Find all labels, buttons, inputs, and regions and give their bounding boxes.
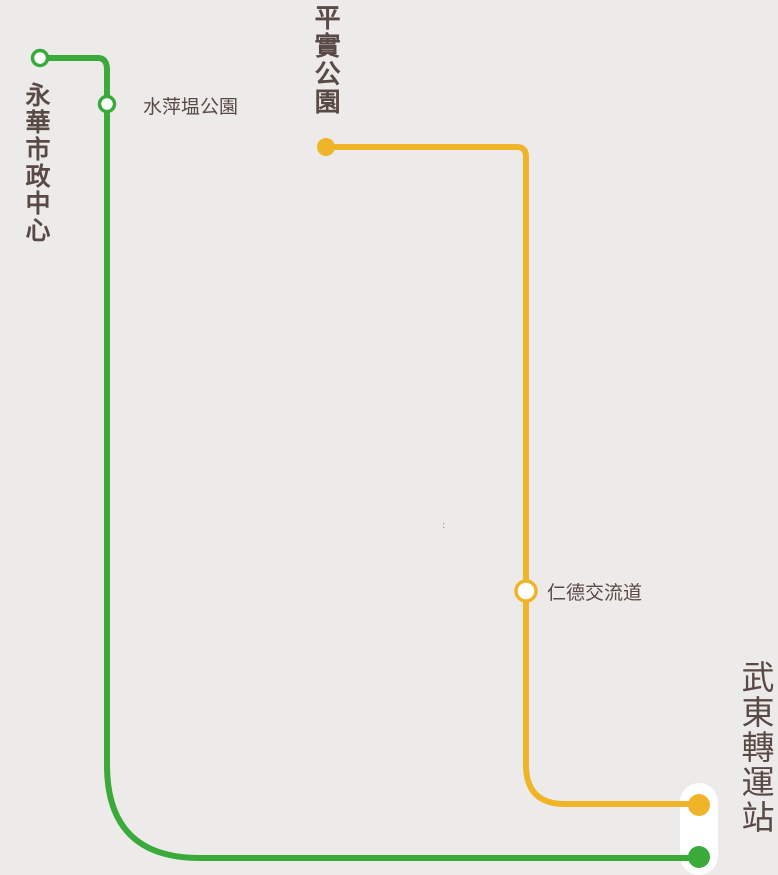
- center-mark: :: [442, 520, 446, 531]
- green-line: [37, 55, 702, 861]
- station-label-shuiping: 水萍塭公園: [143, 96, 239, 118]
- station-marker-yonghua[interactable]: [30, 48, 50, 68]
- station-label-pingshi: 平實公園: [310, 4, 341, 116]
- station-marker-wudong-yellow[interactable]: [688, 794, 710, 816]
- yellow-line: [323, 144, 702, 807]
- station-label-wudong: 武東轉運站: [735, 660, 775, 835]
- station-marker-rende[interactable]: [514, 579, 538, 603]
- station-marker-pingshi[interactable]: [317, 138, 335, 156]
- station-label-rende: 仁德交流道: [547, 582, 643, 604]
- station-marker-wudong-green[interactable]: [688, 846, 710, 868]
- station-marker-shuiping[interactable]: [97, 94, 117, 114]
- station-label-yonghua: 永華市政中心: [22, 82, 51, 244]
